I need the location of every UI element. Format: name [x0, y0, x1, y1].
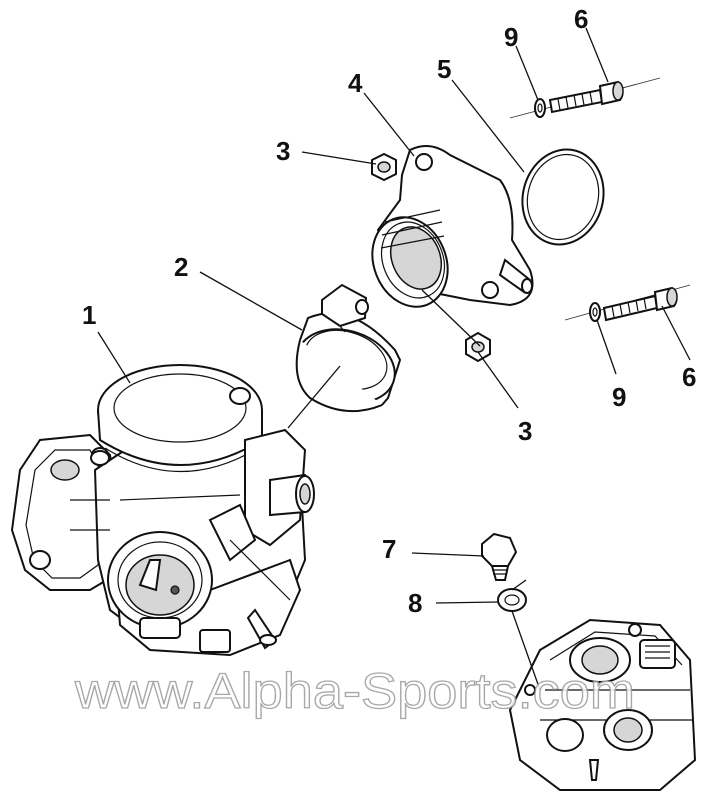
washer-upper — [534, 98, 546, 118]
callout-5: 5 — [437, 54, 451, 84]
o-ring — [521, 148, 605, 246]
callout-3-lower: 3 — [518, 416, 532, 446]
leader-lines — [97, 27, 691, 691]
callout-9-upper: 9 — [504, 22, 518, 52]
flange-nut-upper — [371, 152, 397, 182]
cylinder-head-reference — [508, 618, 697, 791]
plug-washer — [497, 588, 527, 612]
bolt-lower — [564, 284, 691, 322]
callout-9-lower: 9 — [612, 382, 626, 412]
intake-clamp-ring — [295, 283, 402, 413]
callout-1: 1 — [82, 300, 96, 330]
intake-manifold — [371, 145, 534, 308]
flange-nut-lower — [465, 331, 491, 363]
washer-lower — [589, 302, 601, 322]
callout-6-upper: 6 — [574, 4, 588, 34]
carburetor-body — [10, 364, 315, 657]
callout-8: 8 — [408, 588, 422, 618]
bolt-upper — [509, 77, 661, 119]
callout-4: 4 — [348, 68, 363, 98]
callout-labels: 1 2 3 3 4 5 6 6 7 8 9 9 — [82, 4, 696, 618]
watermark-text: www.Alpha-Sports.com — [74, 663, 635, 719]
callout-6-lower: 6 — [682, 362, 696, 392]
drain-plug — [481, 532, 518, 581]
callout-7: 7 — [382, 534, 396, 564]
callout-3-upper: 3 — [276, 136, 290, 166]
callout-2: 2 — [174, 252, 188, 282]
